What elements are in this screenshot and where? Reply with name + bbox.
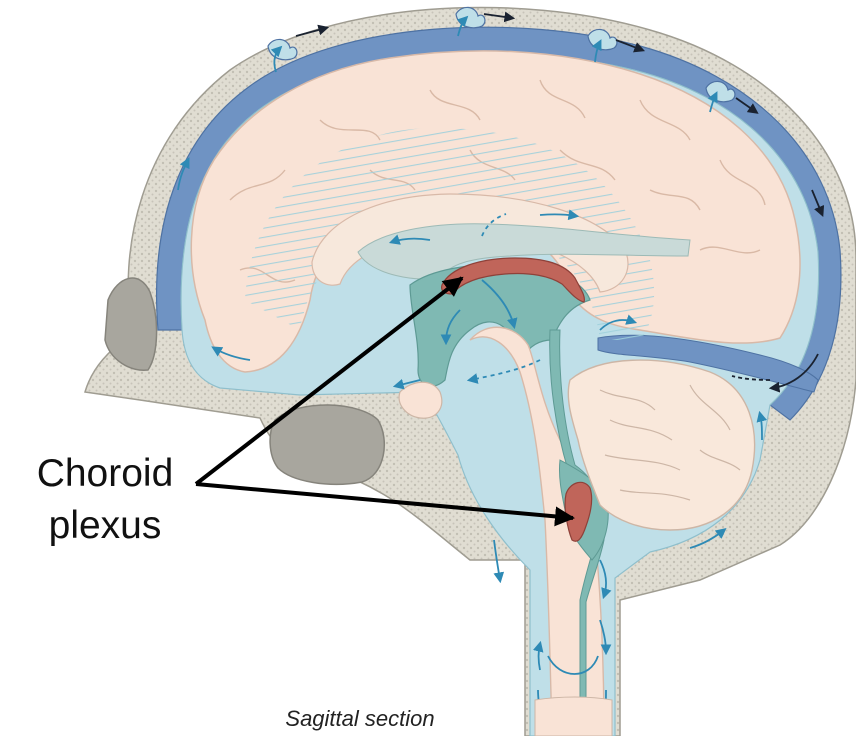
pointer-line-fourth-ventricle bbox=[195, 482, 575, 527]
spinal-canal-end bbox=[534, 696, 613, 736]
sphenoid-sinus bbox=[269, 404, 385, 486]
cerebellum bbox=[567, 359, 756, 531]
pointer-line-third-ventricle bbox=[194, 276, 464, 486]
frontal-sinus bbox=[104, 277, 158, 371]
choroid-plexus-fourth-ventricle bbox=[564, 481, 593, 542]
choroid-label-line2: plexus bbox=[48, 504, 162, 547]
csf-flow-arrows bbox=[177, 15, 768, 726]
label-pointers bbox=[194, 276, 575, 527]
choroid-plexus-label: Choroid plexus bbox=[20, 448, 190, 552]
brainstem bbox=[469, 326, 605, 736]
figure-caption: Sagittal section bbox=[285, 706, 435, 731]
venous-flow-arrows bbox=[295, 11, 825, 393]
tentorium bbox=[597, 334, 819, 393]
choroid-label-line1: Choroid bbox=[36, 452, 174, 495]
corpus-callosum bbox=[311, 193, 629, 293]
pituitary-region bbox=[398, 381, 443, 419]
